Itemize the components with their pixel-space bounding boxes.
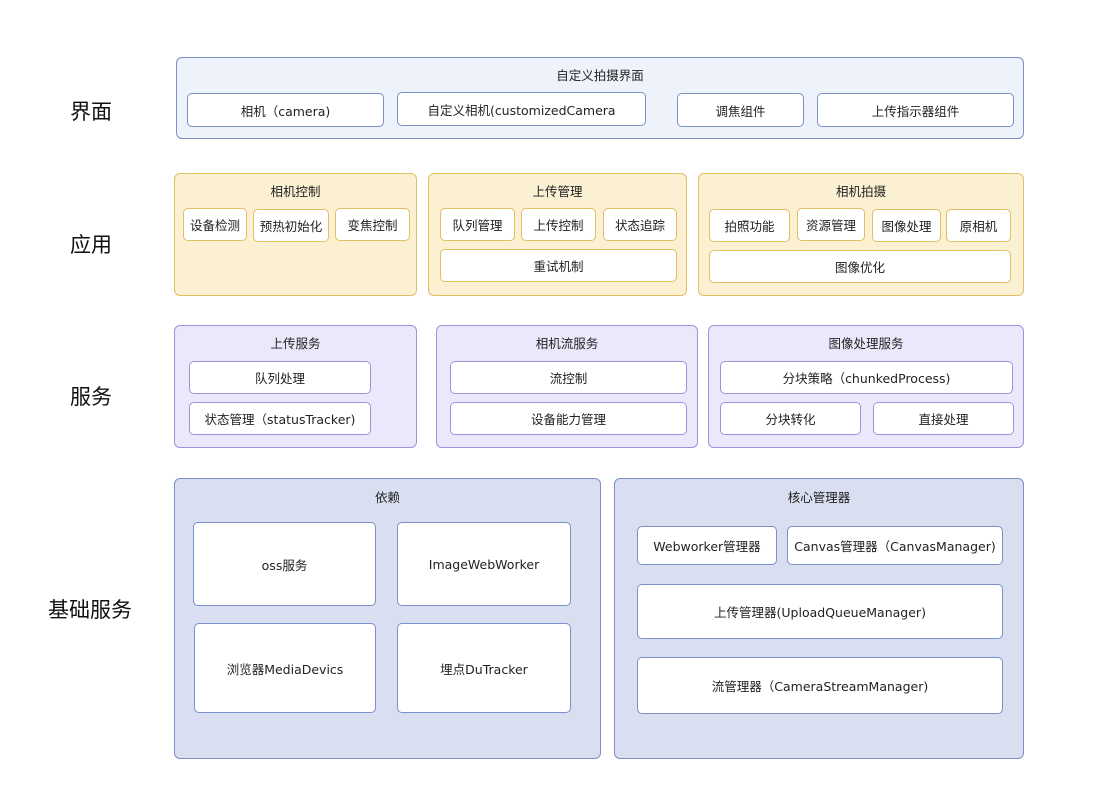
app-item-image-processing: 图像处理 <box>872 209 941 242</box>
app-item-retry-mechanism: 重试机制 <box>440 249 677 282</box>
app-item-image-optimization: 图像优化 <box>709 250 1011 283</box>
base-item-webworker-manager: Webworker管理器 <box>637 526 777 565</box>
base-dependencies-group: 依赖 oss服务 ImageWebWorker 浏览器MediaDevics 埋… <box>174 478 601 759</box>
layer-label-ui: 界面 <box>70 100 112 124</box>
app-item-device-detect: 设备检测 <box>183 208 247 241</box>
service-item-chunked-process: 分块策略（chunkedProcess) <box>720 361 1013 394</box>
service-upload-title: 上传服务 <box>270 336 321 351</box>
base-dependencies-title: 依赖 <box>374 490 400 505</box>
service-item-status-tracker: 状态管理（statusTracker) <box>189 402 371 435</box>
app-camera-shoot-title: 相机拍摄 <box>835 184 886 199</box>
app-item-zoom-control: 变焦控制 <box>335 208 410 241</box>
layer-label-app: 应用 <box>70 233 112 257</box>
base-item-camera-stream-manager: 流管理器（CameraStreamManager) <box>637 657 1003 714</box>
base-core-managers-title: 核心管理器 <box>787 490 851 505</box>
layer-label-base: 基础服务 <box>48 598 132 622</box>
app-item-queue-management: 队列管理 <box>440 208 515 241</box>
service-item-device-capability: 设备能力管理 <box>450 402 687 435</box>
service-camera-stream-title: 相机流服务 <box>535 336 599 351</box>
app-camera-control-title: 相机控制 <box>270 184 321 199</box>
app-item-warmup-init: 预热初始化 <box>253 209 329 242</box>
service-item-queue-processing: 队列处理 <box>189 361 371 394</box>
ui-item-upload-indicator: 上传指示器组件 <box>817 93 1014 127</box>
service-item-stream-control: 流控制 <box>450 361 687 394</box>
service-item-chunk-transform: 分块转化 <box>720 402 861 435</box>
layer-label-service: 服务 <box>70 385 112 409</box>
service-item-direct-processing: 直接处理 <box>873 402 1014 435</box>
ui-item-customized-camera: 自定义相机(customizedCamera <box>397 92 646 126</box>
base-item-du-tracker: 埋点DuTracker <box>397 623 571 713</box>
base-item-image-webworker: ImageWebWorker <box>397 522 571 606</box>
ui-layer-group: 自定义拍摄界面 相机（camera) 自定义相机(customizedCamer… <box>176 57 1024 139</box>
app-item-original-camera: 原相机 <box>946 209 1011 242</box>
base-item-media-devices: 浏览器MediaDevics <box>194 623 376 713</box>
ui-item-camera: 相机（camera) <box>187 93 384 127</box>
base-item-upload-queue-manager: 上传管理器(UploadQueueManager) <box>637 584 1003 639</box>
app-upload-management-title: 上传管理 <box>532 184 583 199</box>
app-item-status-tracking: 状态追踪 <box>603 208 677 241</box>
service-upload-group: 上传服务 队列处理 状态管理（statusTracker) <box>174 325 417 448</box>
app-item-upload-control: 上传控制 <box>521 208 596 241</box>
app-upload-management-group: 上传管理 队列管理 上传控制 状态追踪 重试机制 <box>428 173 687 296</box>
service-image-processing-group: 图像处理服务 分块策略（chunkedProcess) 分块转化 直接处理 <box>708 325 1024 448</box>
base-item-canvas-manager: Canvas管理器（CanvasManager) <box>787 526 1003 565</box>
app-camera-shoot-group: 相机拍摄 拍照功能 资源管理 图像处理 原相机 图像优化 <box>698 173 1024 296</box>
service-camera-stream-group: 相机流服务 流控制 设备能力管理 <box>436 325 698 448</box>
base-item-oss-service: oss服务 <box>193 522 376 606</box>
app-camera-control-group: 相机控制 设备检测 预热初始化 变焦控制 <box>174 173 417 296</box>
base-core-managers-group: 核心管理器 Webworker管理器 Canvas管理器（CanvasManag… <box>614 478 1024 759</box>
app-item-photo-function: 拍照功能 <box>709 209 790 242</box>
service-image-processing-title: 图像处理服务 <box>828 336 904 351</box>
ui-layer-title: 自定义拍摄界面 <box>556 68 644 83</box>
app-item-resource-management: 资源管理 <box>797 208 865 241</box>
ui-item-focus-component: 调焦组件 <box>677 93 804 127</box>
